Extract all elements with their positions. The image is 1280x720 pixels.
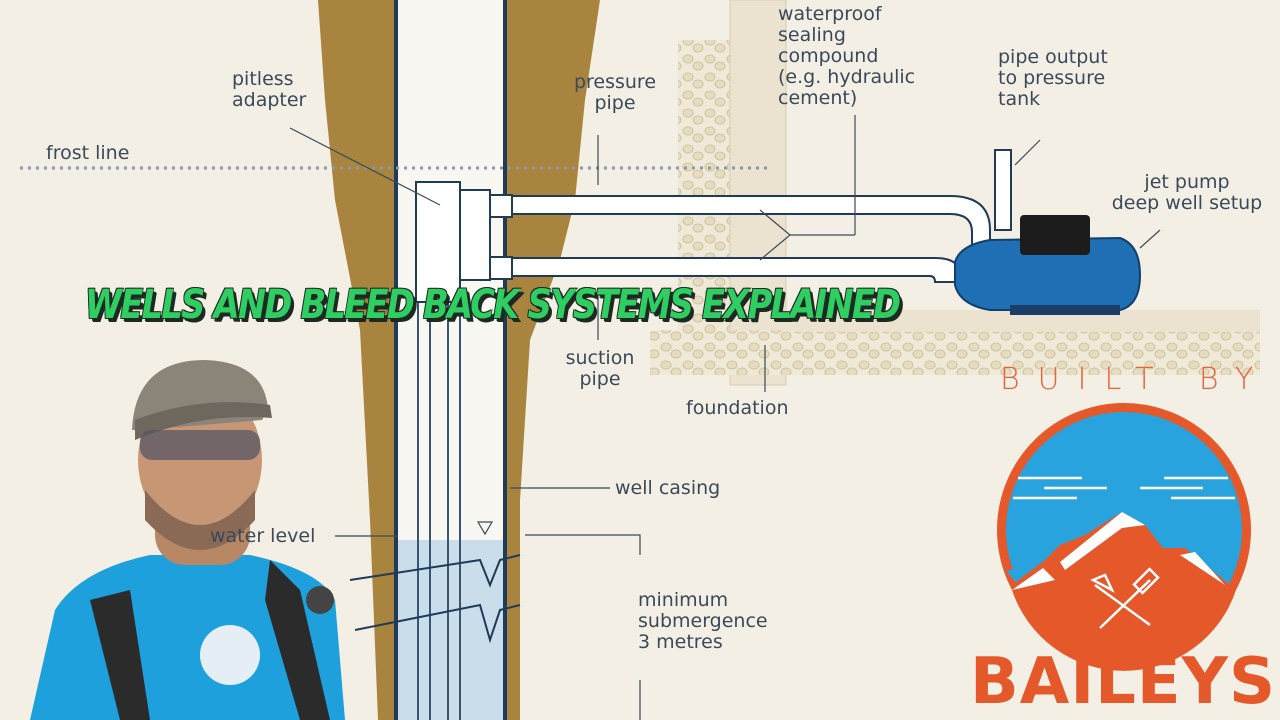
label-suction-pipe: suction pipe — [565, 347, 635, 390]
presenter-photo — [30, 360, 345, 720]
label-pipe-output: pipe output to pressure tank — [998, 46, 1108, 110]
floor-slab — [785, 310, 1260, 332]
logo-baileys: BAILEYS — [970, 645, 1277, 719]
output-pipe — [994, 149, 1012, 231]
logo-built-by: BUILT BY — [1000, 362, 1272, 397]
suction-pipe — [511, 257, 961, 283]
video-title: WELLS AND BLEED BACK SYSTEMS EXPLAINED — [85, 282, 901, 328]
gravel-wall — [678, 40, 733, 340]
label-jet-pump: jet pump deep well setup — [1111, 171, 1263, 214]
baileys-logo — [997, 403, 1251, 671]
label-waterproof-compound: waterproof sealing compound (e.g. hydrau… — [778, 3, 916, 109]
label-frost-line: frost line — [46, 142, 130, 164]
soil-left — [318, 0, 395, 720]
label-water-level: water level — [210, 525, 316, 547]
gravel-floor — [650, 330, 1260, 375]
label-well-casing: well casing — [615, 477, 721, 499]
soil-right — [505, 0, 600, 720]
foundation-wall — [729, 0, 787, 386]
label-pitless-adapter: pitless adapter — [232, 68, 307, 111]
label-minimum-submergence: minimum submergence 3 metres — [638, 589, 768, 653]
jet-pump — [954, 215, 1142, 315]
label-foundation: foundation — [686, 397, 789, 419]
label-pressure-pipe: pressure pipe — [573, 71, 657, 114]
